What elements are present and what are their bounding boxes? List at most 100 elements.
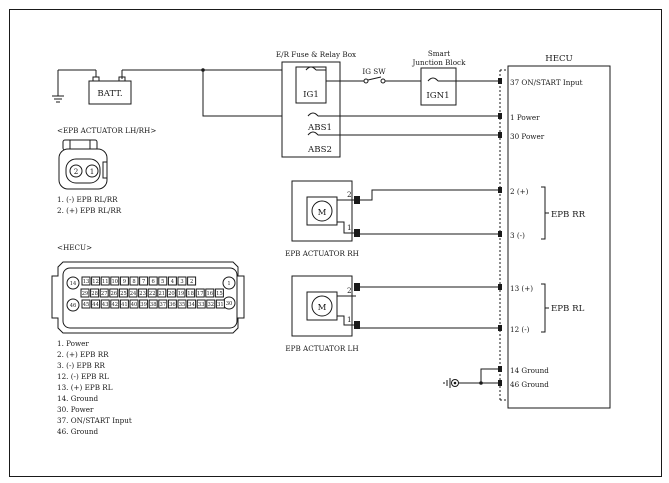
connector-hecu-title: <HECU> <box>57 243 92 252</box>
hecu-connector-cell <box>139 276 149 286</box>
hecu-ground <box>443 368 500 388</box>
hecu-connector-cell-label: 8 <box>132 279 135 285</box>
hecu-connector-cell <box>176 288 186 298</box>
hecu-connector-cell-label: 15 <box>216 291 223 297</box>
hecu-connector-cell-label: 6 <box>152 279 155 285</box>
hecu-connector-cell-label: 21 <box>158 291 165 297</box>
hecu-connector-cell <box>119 276 129 286</box>
hecu-legend-2: 2. (+) EPB RR <box>57 350 109 359</box>
hecu-connector-cell-label: 19 <box>178 291 185 297</box>
hecu-connector-cell-label: 43 <box>102 302 109 308</box>
hecu-connector-cell-label: 17 <box>197 291 204 297</box>
er-fuse-relay-box: E/R Fuse & Relay Box IG1 ABS1 ABS2 <box>276 50 356 158</box>
hecu-connector-cell <box>205 288 215 298</box>
hecu-legend-1: 1. Power <box>57 339 89 348</box>
hecu-legend-6: 14. Ground <box>57 394 98 403</box>
hecu-connector-cell <box>215 299 225 309</box>
hecu-connector-cell <box>110 299 120 309</box>
hecu-conn-pin-14-big: 14 <box>70 281 77 287</box>
connector-epb-legend-2: 2. (+) EPB RL/RR <box>57 206 122 215</box>
hecu-pin-30: 30 Power <box>510 132 545 141</box>
hecu-connector-cell-label: 31 <box>217 302 224 308</box>
hecu-connector-cell-label: 22 <box>149 291 156 297</box>
hecu-connector-cell-label: 27 <box>101 291 108 297</box>
hecu-connector-cell-label: 35 <box>179 302 186 308</box>
hecu-legend-9: 46. Ground <box>57 427 98 436</box>
hecu-connector-cell-label: 40 <box>131 302 138 308</box>
hecu-connector-cell <box>195 288 205 298</box>
connector-epb-pin2: 2 <box>74 167 79 176</box>
hecu-connector-cell-label: 12 <box>92 279 99 285</box>
hecu-connector-cell <box>177 299 187 309</box>
hecu-connector-cell-label: 25 <box>120 291 127 297</box>
hecu-connector-cell <box>109 288 119 298</box>
hecu-pin-37: 37 ON/START Input <box>510 78 583 87</box>
hecu-connector-cell <box>166 288 176 298</box>
hecu-connector-cell-label: 16 <box>206 291 213 297</box>
hecu-pin-3: 3 (-) <box>510 231 525 240</box>
hecu-pin-13: 13 (+) <box>510 284 533 293</box>
hecu-connector-cell <box>129 276 139 286</box>
group-epb-rl-label: EPB RL <box>551 304 585 314</box>
hecu-connector-cell <box>196 299 206 309</box>
hecu-connector-cell-label: 7 <box>142 279 145 285</box>
hecu-connector-cell <box>81 299 91 309</box>
battery: BATT. <box>52 69 132 105</box>
hecu-conn-pin-30-big: 30 <box>226 301 233 307</box>
smart-junction-block: Smart Junction Block IGN1 <box>412 49 467 106</box>
hecu-legend-3: 3. (-) EPB RR <box>57 361 106 370</box>
hecu-connector-cell <box>186 288 196 298</box>
fuse-abs1-label: ABS1 <box>307 123 332 133</box>
motor-rh-symbol: M <box>318 208 327 218</box>
hecu-connector-cell <box>167 276 177 286</box>
er-box-title: E/R Fuse & Relay Box <box>276 50 356 59</box>
hecu-connector-cell <box>100 299 110 309</box>
hecu-connector-cell-label: 13 <box>83 279 90 285</box>
hecu-connector-cell <box>158 299 168 309</box>
actuator-lh-pin2: 2 <box>347 286 352 295</box>
hecu-conn-pin-46-big: 46 <box>70 303 77 309</box>
hecu-pin-12: 12 (-) <box>510 325 530 334</box>
fuse-ig1-label: IG1 <box>303 90 319 100</box>
hecu-connector-cell <box>91 299 101 309</box>
hecu-connector-cell-label: 28 <box>91 291 98 297</box>
hecu-title: HECU <box>545 54 573 64</box>
hecu-legend-4: 12. (-) EPB RL <box>57 372 109 381</box>
hecu-connector-cell <box>110 276 120 286</box>
sjb-title-2: Junction Block <box>412 58 467 67</box>
hecu-connector-cell <box>91 276 101 286</box>
actuator-rh-pin2: 2 <box>347 190 352 199</box>
hecu-connector-cell <box>80 288 90 298</box>
hecu-connector-cell <box>100 276 110 286</box>
hecu-legend-8: 37. ON/START Input <box>57 416 132 425</box>
hecu-connector-cell-label: 4 <box>171 279 175 285</box>
connector-hecu-legend: 1. Power 2. (+) EPB RR 3. (-) EPB RR 12.… <box>57 339 132 436</box>
hecu-connector-cell <box>157 288 167 298</box>
hecu-pin-46: 46 Ground <box>510 380 549 389</box>
hecu-connector-cell-label: 5 <box>161 279 164 285</box>
hecu-connector-cell <box>90 288 100 298</box>
connector-epb-actuator: <EPB ACTUATOR LH/RH> 2 1 1. (-) EPB RL/R… <box>57 126 156 215</box>
hecu-connector-cell-label: 24 <box>130 291 137 297</box>
hecu-connector-cell-label: 23 <box>139 291 146 297</box>
hecu-connector-cell-label: 3 <box>180 279 183 285</box>
hecu-connector-cell-label: 42 <box>111 302 118 308</box>
hecu-connector-cell-label: 41 <box>121 302 128 308</box>
hecu-connector-cell <box>206 299 216 309</box>
hecu-connector-cell <box>187 276 197 286</box>
hecu-legend-7: 30. Power <box>57 405 94 414</box>
battery-label: BATT. <box>97 89 122 99</box>
hecu-connector-cell <box>214 288 224 298</box>
hecu-connector-cell <box>118 288 128 298</box>
hecu-pin-2: 2 (+) <box>510 187 529 196</box>
hecu-connector-cell-label: 29 <box>82 291 89 297</box>
hecu-connector-cell-label: 26 <box>110 291 117 297</box>
actuator-rh-pin1: 1 <box>347 223 352 232</box>
hecu-connector-cell-label: 38 <box>150 302 157 308</box>
hecu-connector-cell <box>128 288 138 298</box>
group-epb-rr-label: EPB RR <box>551 210 586 220</box>
hecu-connector-cell <box>138 288 148 298</box>
hecu-connector-cell-label: 37 <box>159 302 166 308</box>
hecu-connector-cell <box>81 276 91 286</box>
